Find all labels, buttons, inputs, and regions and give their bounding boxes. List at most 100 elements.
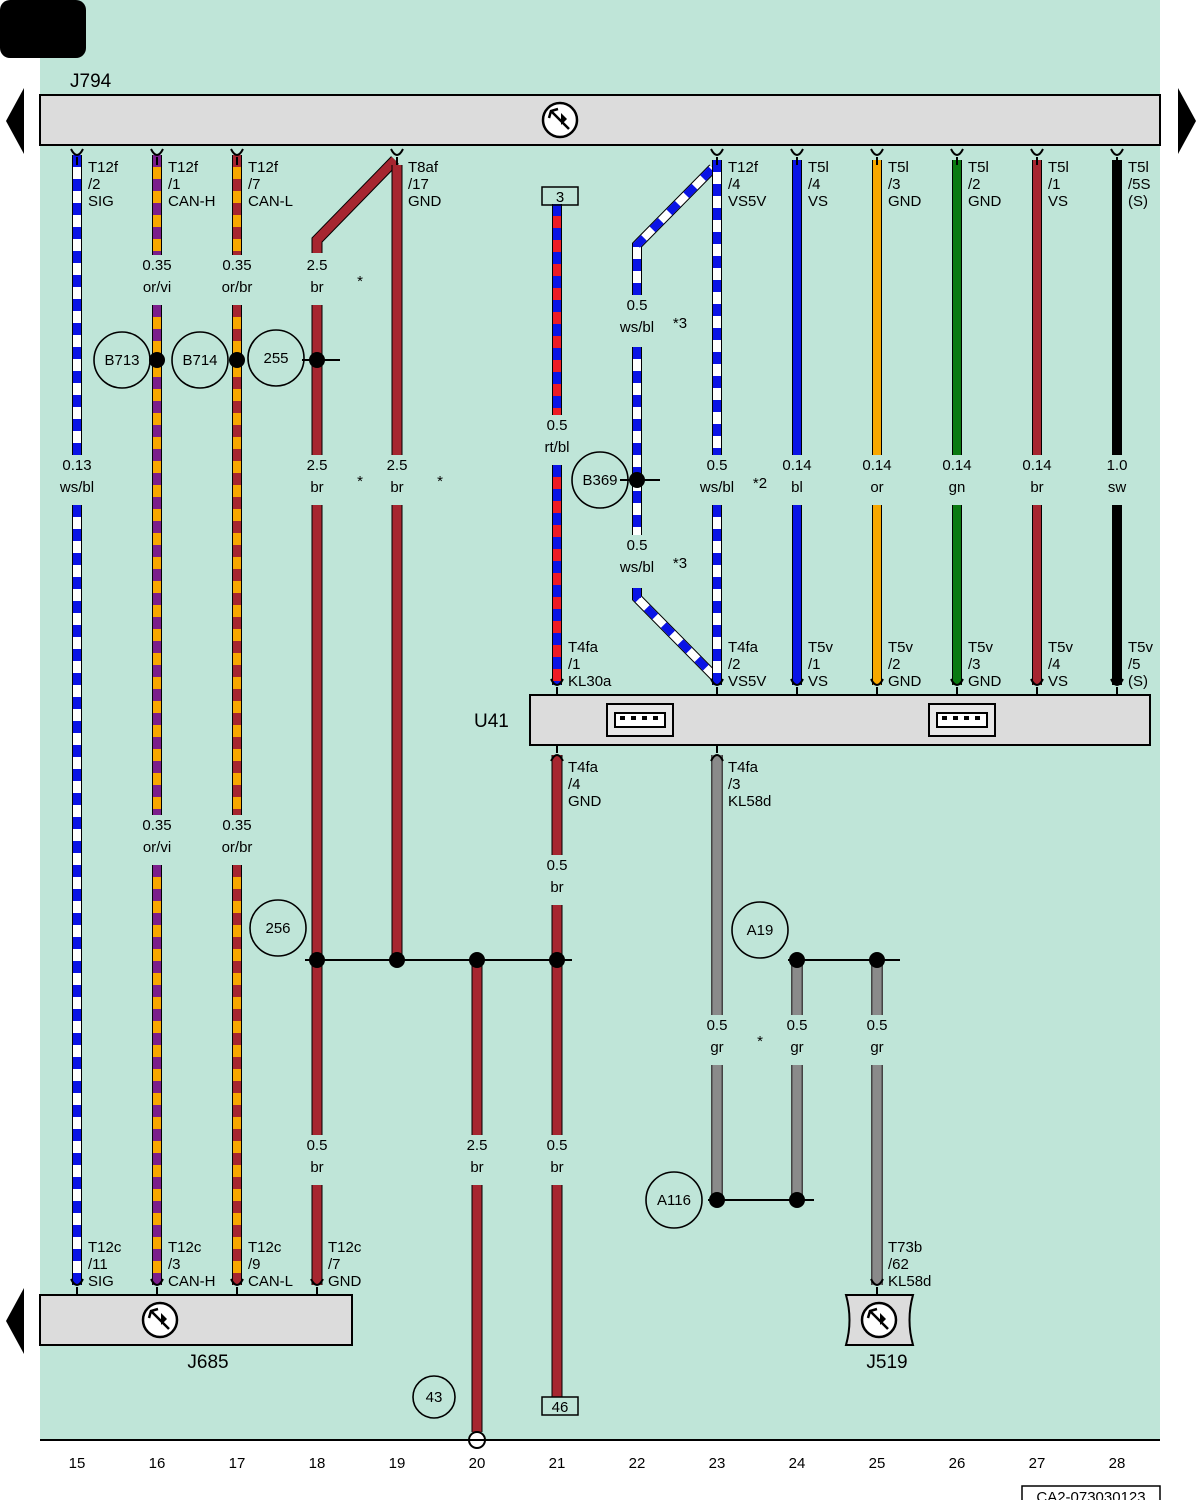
corner-tab [0,0,86,58]
column-number: 20 [469,1455,486,1472]
svg-text:B369: B369 [582,472,617,489]
junction-dot [709,1192,725,1208]
connector-pin-c18-bot[interactable] [310,1278,324,1295]
reference-circle-b713[interactable]: B713 [93,331,151,389]
connector-pin-c16-top[interactable] [150,148,164,165]
wire-label-w21a: 0.5rt/bl [544,417,569,456]
svg-text:0.13: 0.13 [62,457,91,474]
wire-22-bot-stripe [633,588,717,679]
wire-label-w25b: 0.5 gr [867,1017,888,1056]
connector-pin-c16-bot[interactable] [150,1278,164,1295]
component-j794-label: J794 [70,71,112,92]
component-u41-label: U41 [474,711,509,732]
svg-text:0.5: 0.5 [867,1017,888,1034]
connector-pin-c23-top[interactable] [710,148,724,165]
connector-pin-c28-top[interactable] [1110,148,1124,165]
svg-text:ws/bl: ws/bl [619,559,654,576]
connector-pin-c27-u41in[interactable] [1030,678,1044,695]
arrow-right-icon[interactable] [1178,88,1196,154]
reference-circle-b714[interactable]: B714 [171,331,229,389]
wire-18-19-top[interactable] [312,156,399,253]
connector-pin-c17-top[interactable] [230,148,244,165]
svg-text:or/br: or/br [222,279,253,296]
svg-text:or/br: or/br [222,839,253,856]
svg-text:0.35: 0.35 [142,257,171,274]
svg-text:0.5: 0.5 [547,1137,568,1154]
wire-label-w15: 0.13 ws/bl [59,457,94,496]
svg-text:br: br [310,479,323,496]
connector-pin-c21-u41in[interactable] [550,678,564,695]
connector-pin-c17-bot[interactable] [230,1278,244,1295]
connector-pin-c19-top[interactable] [390,148,404,165]
junction-dot [149,352,165,368]
reference-circle-r43[interactable]: 43 [412,1375,456,1419]
svg-text:gr: gr [710,1039,723,1056]
connector-pin-c26-u41in[interactable] [950,678,964,695]
svg-text:0.14: 0.14 [942,457,971,474]
connector-pin-c24-u41in[interactable] [790,678,804,695]
wire-label-w28: 1.0sw [1107,457,1128,496]
svg-text:2.5: 2.5 [467,1137,488,1154]
connector-pin-c23-u41out[interactable] [710,745,724,762]
connector-pin-c28-u41in[interactable] [1110,678,1124,695]
reference-circle-b369[interactable]: B369 [571,451,629,509]
connector-pin-c24-top[interactable] [790,148,804,165]
arrow-left-icon[interactable] [6,88,24,154]
wire-note: *3 [673,555,687,572]
svg-text:rt/bl: rt/bl [544,439,569,456]
connector-pin-c27-top[interactable] [1030,148,1044,165]
connector-pin-c26-top[interactable] [950,148,964,165]
component-j794-box[interactable] [39,94,1161,146]
svg-text:0.14: 0.14 [862,457,891,474]
reference-circle-a19[interactable]: A19 [731,901,789,959]
svg-text:0.35: 0.35 [142,817,171,834]
reference-box-ref-46[interactable]: 46 [541,1396,579,1416]
reference-box-ref-3[interactable]: 3 [541,186,579,206]
wire-label-w23a: 0.5ws/bl [699,457,734,496]
wire-label-w18a: 2.5br [307,257,328,296]
wire-label-w19: 2.5br [387,457,408,496]
svg-text:43: 43 [426,1389,443,1406]
connector-pin-c21-u41out[interactable] [550,745,564,762]
connector-pin-c15-bot[interactable] [70,1278,84,1295]
column-number: 18 [309,1455,326,1472]
connector-pin-c25-top[interactable] [870,148,884,165]
component-j685-box[interactable] [39,1294,353,1346]
connector-pin-c15-top[interactable] [70,148,84,165]
svg-text:B713: B713 [104,352,139,369]
wire-label-w23b: 0.5gr [707,1017,728,1056]
junction-dot [389,952,405,968]
wire-label-w21c: 0.5br [547,1137,568,1176]
wire-label-w21b: 0.5br [547,857,568,896]
connector-pin-c25-bot[interactable] [870,1278,884,1295]
svg-text:ws/bl: ws/bl [59,479,94,496]
svg-text:0.5: 0.5 [627,297,648,314]
reference-circle-a116[interactable]: A116 [645,1171,703,1229]
arrow-left-icon[interactable] [6,1288,24,1354]
column-number: 19 [389,1455,406,1472]
connector-pin-c25-u41in[interactable] [870,678,884,695]
column-number: 17 [229,1455,246,1472]
junctions [149,352,885,1449]
wire-note: * [757,1033,763,1050]
junction-dot [869,952,885,968]
reference-circle-r255[interactable]: 255 [247,329,305,387]
reference-circle-r256[interactable]: 256 [249,899,307,957]
wire-note: * [357,273,363,290]
svg-text:gr: gr [870,1039,883,1056]
connector-pin-c23-u41in[interactable] [710,678,724,695]
